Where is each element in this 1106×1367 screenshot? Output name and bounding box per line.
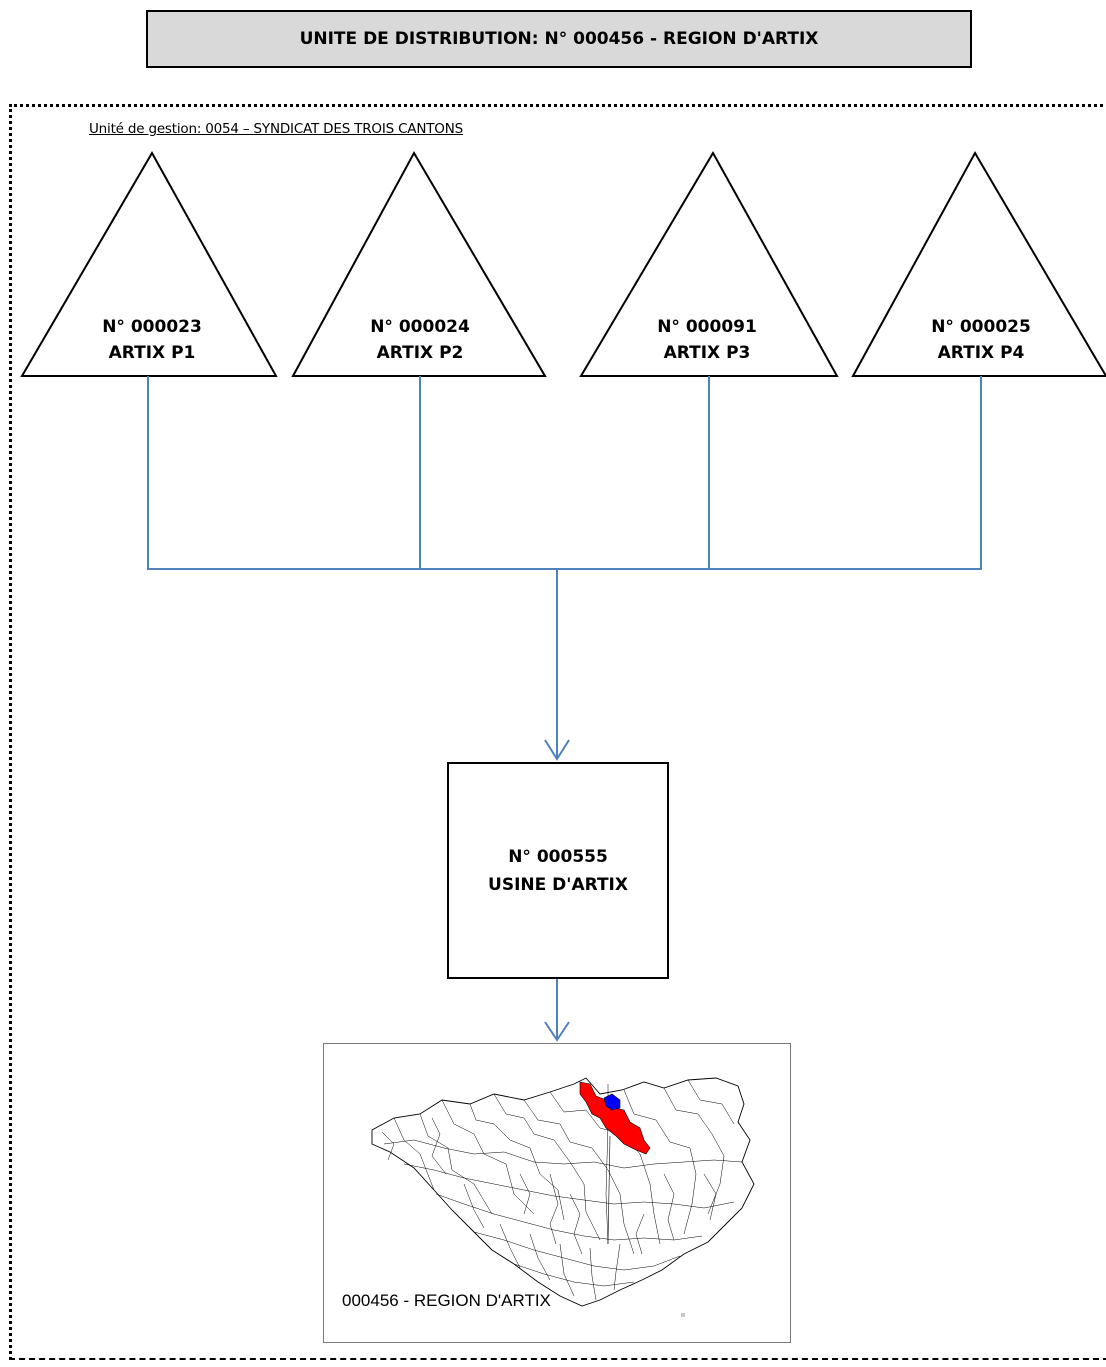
arrowhead-to-map [544, 1021, 570, 1042]
plant-number: N° 000555 [508, 846, 608, 867]
highlighted-commune-blue [603, 1093, 621, 1111]
plant-name: USINE D'ARTIX [488, 874, 628, 895]
management-unit-label: Unité de gestion: 0054 – SYNDICAT DES TR… [89, 121, 463, 137]
treatment-plant-box: N° 000555 USINE D'ARTIX [447, 762, 669, 979]
arrowhead-to-plant [544, 739, 570, 761]
distribution-unit-title: UNITE DE DISTRIBUTION: N° 000456 - REGIO… [146, 10, 972, 68]
map-marker-dot [681, 1313, 685, 1317]
map-caption: 000456 - REGION D'ARTIX [342, 1291, 551, 1310]
department-outline [371, 1077, 755, 1307]
management-unit-frame [9, 104, 1106, 1360]
department-map-image [371, 1077, 755, 1317]
region-map: 000456 - REGION D'ARTIX [323, 1043, 791, 1343]
source-triangle-4 [851, 150, 1106, 377]
